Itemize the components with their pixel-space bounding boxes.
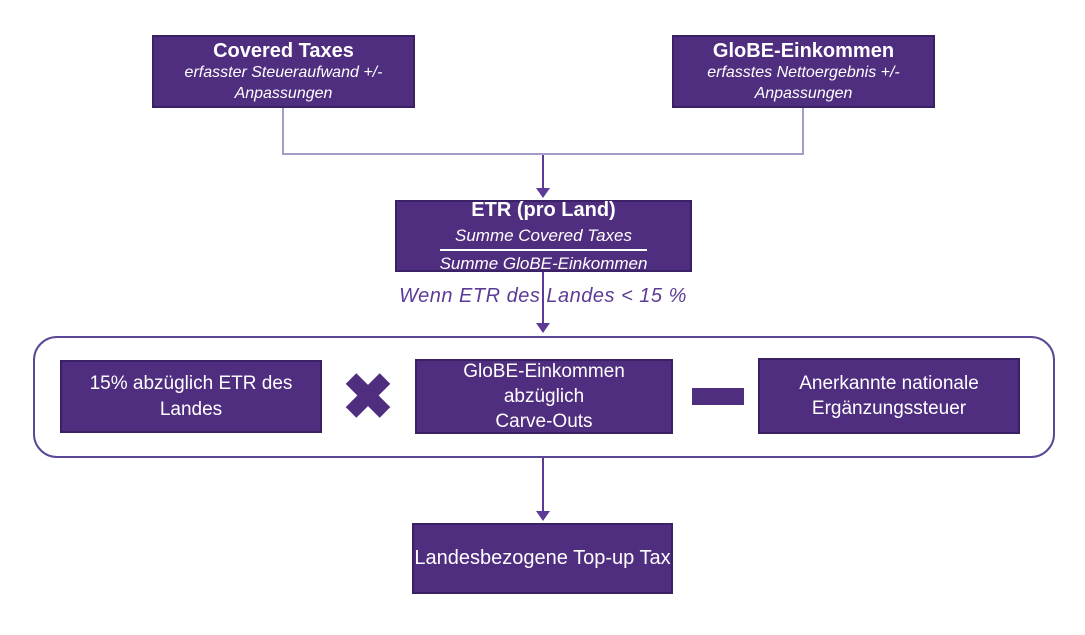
covered-taxes-title: Covered Taxes	[213, 40, 354, 63]
globe-income-carveouts-text: GloBE-Einkommen abzüglich Carve-Outs	[463, 360, 625, 433]
connector-horizontal-line	[282, 153, 804, 155]
etr-condition-label: Wenn ETR des Landes < 15 %	[399, 285, 687, 307]
arrow-to-formula-line	[542, 272, 544, 324]
etr-fraction-numerator: Summe Covered Taxes	[439, 225, 648, 251]
arrow-to-result-line	[542, 458, 544, 512]
rate-difference-box: 15% abzüglich ETR des Landes	[60, 360, 322, 433]
arrow-down-icon	[536, 511, 550, 521]
multiply-icon	[344, 372, 392, 420]
arrow-to-etr-line	[542, 155, 544, 189]
etr-title: ETR (pro Land)	[471, 199, 616, 222]
formula-group-frame	[33, 336, 1055, 458]
result-box: Landesbezogene Top-up Tax	[412, 523, 673, 594]
globe-income-subtitle: erfasstes Nettoergebnis +/- Anpassungen	[707, 64, 900, 102]
globe-income-carveouts-box: GloBE-Einkommen abzüglich Carve-Outs	[415, 359, 673, 434]
connector-right-vertical-line	[802, 108, 804, 155]
domestic-topup-tax-box: Anerkannte nationale Ergänzungssteuer	[758, 358, 1020, 434]
etr-fraction-denominator: Summe GloBE-Einkommen	[439, 253, 648, 273]
domestic-topup-tax-text: Anerkannte nationale Ergänzungssteuer	[799, 372, 979, 419]
globe-income-title: GloBE-Einkommen	[712, 40, 895, 63]
etr-fraction: Summe Covered Taxes Summe GloBE-Einkomme…	[439, 225, 648, 274]
minus-icon	[692, 388, 744, 405]
covered-taxes-box: Covered Taxes erfasster Steueraufwand +/…	[152, 35, 415, 108]
etr-box: ETR (pro Land) Summe Covered Taxes Summe…	[395, 199, 692, 274]
arrow-down-icon	[536, 188, 550, 198]
globe-income-box: GloBE-Einkommen erfasstes Nettoergebnis …	[672, 35, 935, 108]
arrow-down-icon	[536, 323, 550, 333]
covered-taxes-subtitle: erfasster Steueraufwand +/- Anpassungen	[184, 64, 383, 102]
connector-left-vertical-line	[282, 108, 284, 155]
result-text: Landesbezogene Top-up Tax	[414, 547, 671, 570]
rate-difference-text: 15% abzüglich ETR des Landes	[89, 373, 293, 420]
